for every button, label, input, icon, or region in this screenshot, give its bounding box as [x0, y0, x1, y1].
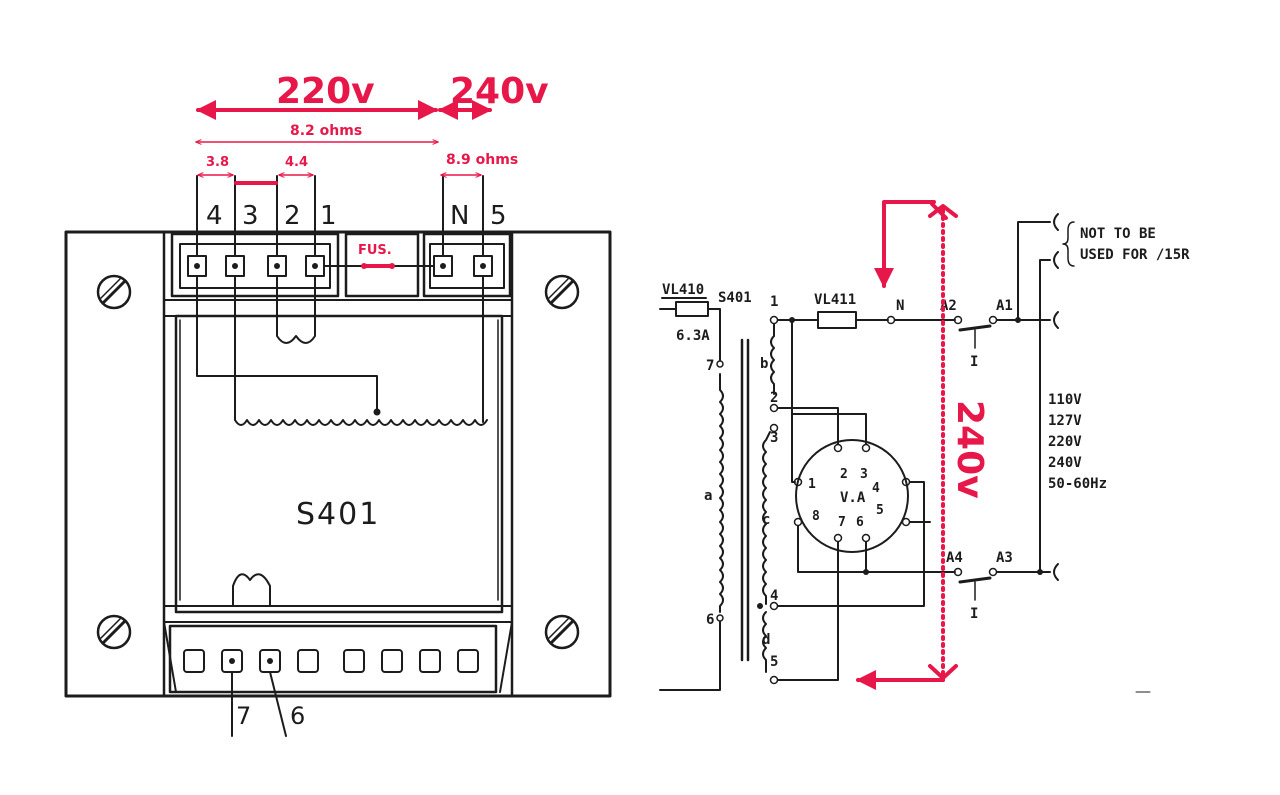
node-label-a3: A3: [996, 550, 1013, 566]
annot-240v: 240v: [450, 71, 549, 112]
s401-label: S401: [718, 290, 752, 306]
winding-label-d: d: [762, 632, 770, 648]
annot-240v-vertical: 240v: [949, 400, 990, 499]
tap-label-2: 2: [770, 390, 778, 406]
primary-coil: [234, 419, 488, 426]
terminal-label-2: 2: [284, 201, 301, 231]
terminal-4: [187, 255, 207, 277]
svg-text:7: 7: [838, 515, 846, 530]
svg-text:4: 4: [872, 481, 880, 496]
voltage-frequency: 50-60Hz: [1048, 476, 1107, 492]
schematic-view: VL410 6.3A 7 a 6 S401 b 1 2 3 c 4 d 5: [659, 200, 1190, 693]
tap-label-6: 6: [706, 612, 714, 628]
right-mounting-plate: [510, 230, 612, 698]
svg-text:3: 3: [860, 467, 868, 482]
terminal-label-6: 6: [290, 702, 305, 730]
node-label-1: 1: [770, 294, 778, 310]
voltage-adapter: [795, 439, 909, 553]
socket-icon: [1053, 563, 1059, 581]
fuse-rating: 6.3A: [676, 328, 710, 344]
winding-label-b: b: [760, 356, 768, 372]
socket-icon: [1053, 213, 1059, 231]
voltage-switch-top: [958, 324, 992, 332]
node-label-n: N: [896, 298, 904, 314]
transformer-mechanical-view: 4 3 2 1 N 5 7 6 S401 220v 240v 8.2 ohms …: [64, 71, 612, 737]
winding-label-c: c: [762, 512, 770, 528]
terminal-label-7: 7: [236, 702, 251, 730]
core-window: [174, 314, 504, 614]
note-brace: [1062, 221, 1075, 267]
terminal-1: [305, 255, 325, 277]
voltage-240: 240V: [1048, 455, 1082, 471]
svg-text:2: 2: [840, 467, 848, 482]
fuse-vl411-label: VL411: [814, 292, 856, 308]
voltage-220: 220V: [1048, 434, 1082, 450]
bottom-terminal-row: [183, 649, 479, 673]
terminal-label-n: N: [450, 201, 469, 231]
winding-a: [719, 373, 724, 613]
socket-icon: [1053, 311, 1059, 329]
annot-path-arrow: [874, 200, 936, 288]
terminal-2: [267, 255, 287, 277]
annot-220v: 220v: [276, 71, 375, 112]
winding-b: [770, 323, 775, 395]
node-label-a4: A4: [946, 550, 963, 566]
terminal-5: [473, 255, 493, 277]
annot-3-8: 3.8: [206, 155, 229, 170]
adapter-pins: 1 2 3 4 5 6 7 8: [793, 443, 911, 543]
winding-d: [762, 611, 767, 673]
tap-label-5: 5: [770, 654, 778, 670]
terminal-3: [225, 255, 245, 277]
fuse-vl410: [675, 301, 709, 317]
svg-text:8: 8: [812, 509, 820, 524]
annot-8-2-ohms: 8.2 ohms: [290, 123, 362, 139]
tap-label-4: 4: [770, 588, 778, 604]
fuse-vl411: [817, 311, 857, 329]
tap-label-7: 7: [706, 358, 714, 374]
left-mounting-plate: [64, 230, 166, 698]
annot-8-9-ohms: 8.9 ohms: [446, 152, 518, 168]
bottom-terminal-block: [168, 624, 498, 694]
winding-label-a: a: [704, 488, 712, 504]
annot-4-4: 4.4: [285, 155, 308, 170]
socket-icon: [1053, 251, 1059, 269]
svg-text:6: 6: [856, 515, 864, 530]
note-line-2: USED FOR /15R: [1080, 247, 1190, 263]
screw-icon: [96, 614, 132, 650]
transformer-label: S401: [296, 497, 380, 532]
svg-text:5: 5: [876, 503, 884, 518]
va-label: V.A: [840, 490, 866, 506]
voltage-switch-bottom: [958, 576, 992, 584]
terminal-label-3: 3: [242, 201, 259, 231]
node-label-a1: A1: [996, 298, 1013, 314]
annot-fuse: FUS.: [358, 243, 392, 258]
screw-icon: [544, 274, 580, 310]
tap-label-3: 3: [770, 430, 778, 446]
svg-text:1: 1: [808, 477, 816, 492]
terminal-label-5: 5: [490, 201, 507, 231]
winding-c: [762, 431, 771, 605]
switch-mark-bottom: I: [970, 606, 978, 622]
screw-icon: [544, 614, 580, 650]
voltage-127: 127V: [1048, 413, 1082, 429]
screw-icon: [96, 274, 132, 310]
terminal-n: [433, 255, 453, 277]
terminal-label-4: 4: [206, 201, 223, 231]
note-line-1: NOT TO BE: [1080, 226, 1156, 242]
switch-mark-top: I: [970, 354, 978, 370]
terminal-label-1: 1: [320, 201, 337, 231]
voltage-110: 110V: [1048, 392, 1082, 408]
fuse-vl410-label: VL410: [662, 282, 704, 298]
